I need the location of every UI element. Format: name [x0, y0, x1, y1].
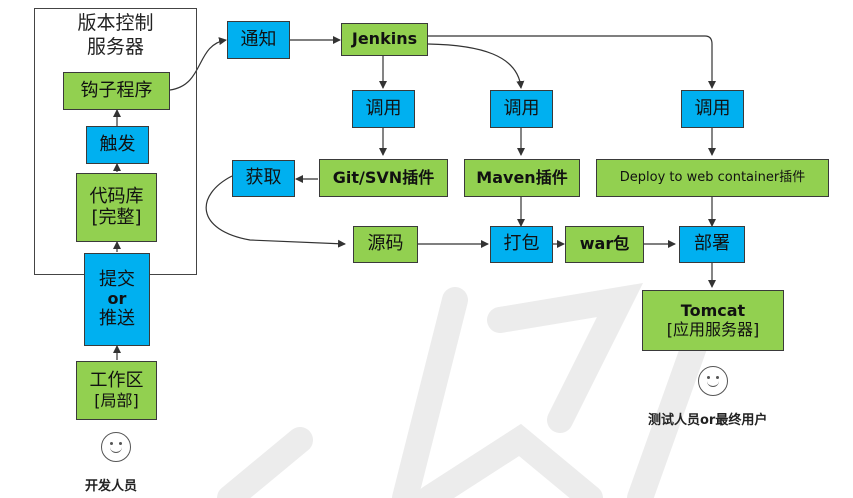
code-repository-label: 代码库 [89, 185, 144, 207]
developer-caption: 开发人员 [85, 479, 138, 494]
invoke-git-label: 调用 [365, 97, 402, 119]
workspace-label: 工作区 [89, 369, 144, 391]
trigger-node: 触发 [86, 126, 149, 164]
server-title-line2: 服务器 [86, 35, 144, 58]
package-node: 打包 [490, 226, 553, 263]
arrow-jenkins-invoke3 [428, 35, 716, 89]
or-label: or [107, 289, 127, 309]
hook-program-label: 钩子程序 [80, 79, 153, 101]
trigger-label: 触发 [99, 133, 136, 155]
code-repository-sublabel: [完整] [91, 206, 142, 228]
source-code-label: 源码 [367, 233, 404, 255]
notify-label: 通知 [240, 28, 277, 50]
server-title: 版本控制 服务器 [34, 12, 197, 60]
invoke-deploy-label: 调用 [694, 97, 731, 119]
server-title-line1: 版本控制 [77, 12, 154, 34]
push-label: 推送 [99, 307, 135, 329]
workspace-sublabel: [局部] [94, 390, 139, 410]
tomcat-label: Tomcat [680, 301, 746, 321]
deploy-label: 部署 [694, 233, 730, 255]
deploy-plugin-node: Deploy to web container插件 [596, 159, 829, 197]
tester-smiley-icon [698, 366, 728, 396]
jenkins-node: Jenkins [341, 23, 428, 56]
arrow-fetch-source [205, 175, 346, 248]
invoke-git-node: 调用 [352, 90, 415, 128]
tester-caption: 测试人员or最终用户 [648, 413, 768, 428]
workspace-node: 工作区 [局部] [76, 361, 157, 420]
code-repository-node: 代码库 [完整] [76, 173, 157, 242]
commit-push-node: 提交 or 推送 [84, 253, 150, 346]
invoke-deploy-node: 调用 [681, 90, 744, 128]
invoke-maven-node: 调用 [490, 90, 553, 128]
maven-plugin-label: Maven插件 [476, 167, 568, 187]
arrow-jenkins-invoke2 [427, 43, 525, 89]
war-package-label: war包 [579, 234, 630, 254]
jenkins-label: Jenkins [351, 29, 418, 49]
invoke-maven-label: 调用 [503, 97, 540, 119]
tomcat-node: Tomcat [应用服务器] [642, 290, 784, 351]
git-svn-plugin-node: Git/SVN插件 [319, 159, 448, 197]
maven-plugin-node: Maven插件 [464, 159, 580, 197]
hook-program-node: 钩子程序 [63, 72, 170, 110]
tomcat-sublabel: [应用服务器] [666, 319, 760, 339]
developer-smiley-icon [101, 432, 131, 462]
arrow-hook-notify [169, 37, 227, 91]
source-code-node: 源码 [353, 226, 418, 263]
notify-node: 通知 [227, 21, 290, 59]
package-label: 打包 [503, 233, 540, 255]
fetch-label: 获取 [245, 167, 282, 189]
deploy-plugin-label: Deploy to web container插件 [619, 169, 806, 185]
git-svn-plugin-label: Git/SVN插件 [332, 167, 435, 187]
commit-label: 提交 [99, 268, 135, 290]
fetch-node: 获取 [232, 160, 295, 197]
deploy-node: 部署 [679, 226, 745, 263]
war-package-node: war包 [565, 226, 644, 263]
